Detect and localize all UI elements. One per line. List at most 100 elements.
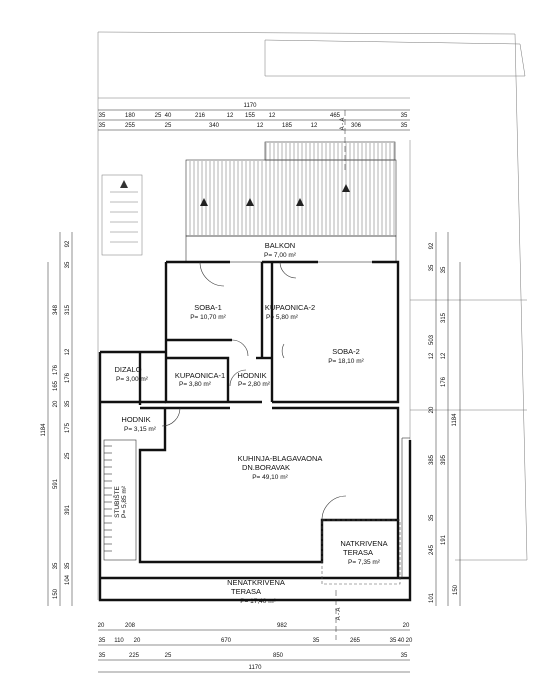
left-dim: 391 [65,504,71,515]
room-name-nenatkrivena-terasa: TERASA [231,587,261,596]
right-dim-total: 1184 [452,413,458,427]
roof-arrow-icon [296,198,304,206]
door-swings [161,261,347,521]
room-name-natkrivena-terasa: TERASA [343,548,373,557]
room-area-kuhinja: P= 49,10 m² [252,474,288,481]
roof-hatch [185,141,397,237]
left-dim: 35 [65,562,71,569]
right-dim: 191 [441,534,447,545]
room-labels: BALKON P= 7,00 m² SOBA-1 P= 10,70 m² KUP… [114,241,387,605]
bottom-dimensions: 20 208 982 20 35 110 20 670 35 265 35 40… [98,623,413,673]
bottom-dim: 208 [125,623,136,629]
right-dim: 176 [441,376,447,387]
top-dim: 35 [99,113,106,119]
top-dim: 216 [195,113,206,119]
bottom-dim: 35 [390,638,397,644]
top-dim: 40 [165,113,172,119]
room-name-dnevni-boravak: DN.BORAVAK [242,463,290,472]
room-name-soba-1: SOBA-1 [194,303,222,312]
top-dim-total: 1170 [244,103,258,109]
top-dim: 465 [330,113,341,119]
stairs-area: P= 5,85 m² [121,485,128,518]
bottom-dim: 110 [114,638,124,644]
left-dim: 165 [53,380,59,391]
room-area-hodnik-1: P= 2,80 m² [238,381,271,388]
left-dim: 591 [53,478,59,489]
terrace-outline [321,437,410,585]
left-dim: 25 [65,452,71,459]
left-dim: 176 [53,364,59,375]
room-name-dizalo: DIZALO [114,365,141,374]
room-area-kupaonica-2: P= 5,80 m² [266,314,299,321]
right-dim: 150 [453,584,459,595]
right-dim: 20 [429,406,435,413]
stairs: STUBIŠTE P= 5,85 m² [103,439,137,561]
bottom-dim: 25 [165,653,172,659]
bottom-dim: 265 [350,638,361,644]
left-dim: 35 [65,261,71,268]
left-dim: 348 [53,304,59,315]
right-dim: 503 [429,334,435,345]
left-dim: 20 [53,400,59,407]
right-dim: 35 [429,264,435,271]
left-dim: 150 [53,588,59,599]
bottom-dim: 225 [129,653,140,659]
room-name-kupaonica-2: KUPAONICA-2 [265,303,315,312]
bottom-dim: 35 [99,638,106,644]
room-name-kupaonica-1: KUPAONICA-1 [175,371,225,380]
top-dim: 155 [245,113,256,119]
right-dim: 35 [441,266,447,273]
right-dim: 245 [429,544,435,555]
bottom-dim: 35 [313,638,320,644]
bottom-dim: 20 [98,623,105,629]
bottom-dim-total: 1170 [249,665,263,671]
left-dim: 12 [65,348,71,355]
section-label-top: A - A [340,118,346,131]
room-name-soba-2: SOBA-2 [332,347,360,356]
top-dim: 25 [165,123,172,129]
room-area-natkrivena: P= 7,35 m² [348,559,381,566]
site-outline [97,31,528,600]
room-area-nenatkrivena: P= 17,40 m² [240,598,276,605]
top-dim: 306 [351,123,362,129]
bottom-dim: 670 [221,638,232,644]
room-area-dizalo: P= 3,00 m² [116,376,149,383]
roof-arrow-icon [342,184,350,192]
right-dim: 395 [441,454,447,465]
upper-stair-treads [110,180,138,243]
room-area-hodnik-2: P= 3,15 m² [124,426,157,433]
top-dim: 35 [99,123,106,129]
room-name-hodnik-2: HODNIK [121,415,150,424]
room-name-hodnik-1: HODNIK [237,371,266,380]
right-dim: 12 [441,352,447,359]
top-dim: 12 [227,113,234,119]
top-dim: 180 [125,113,136,119]
left-dim: 35 [65,400,71,407]
stairs-label: STUBIŠTE [112,485,121,517]
left-dim: 35 [53,562,59,569]
room-area-soba-1: P= 10,70 m² [190,314,226,321]
bottom-dim: 850 [273,653,284,659]
left-dim: 104 [65,574,71,585]
room-area-balkon: P= 7,00 m² [264,252,297,259]
top-dim: 35 [401,113,408,119]
right-dim: 101 [429,592,435,603]
top-dim: 35 [401,123,408,129]
bottom-dim: 982 [277,623,288,629]
top-dim: 185 [282,123,293,129]
left-dim: 176 [65,372,71,383]
right-dimensions: 1184 92 35 315 12 176 20 385 35 191 101 … [429,232,461,606]
right-dim: 315 [441,312,447,323]
bottom-dim: 35 [99,653,106,659]
left-dimensions: 1184 92 35 315 12 176 35 175 25 391 35 1… [41,232,73,606]
top-dim: 12 [269,113,276,119]
bottom-dim: 35 [401,653,408,659]
left-dim: 315 [65,304,71,315]
room-name-balkon: BALKON [265,241,295,250]
bottom-dim: 40 [398,638,405,644]
top-dim: 12 [311,123,318,129]
right-dim: 385 [429,454,435,465]
right-dim: 12 [429,352,435,359]
top-dim: 25 [155,113,162,119]
